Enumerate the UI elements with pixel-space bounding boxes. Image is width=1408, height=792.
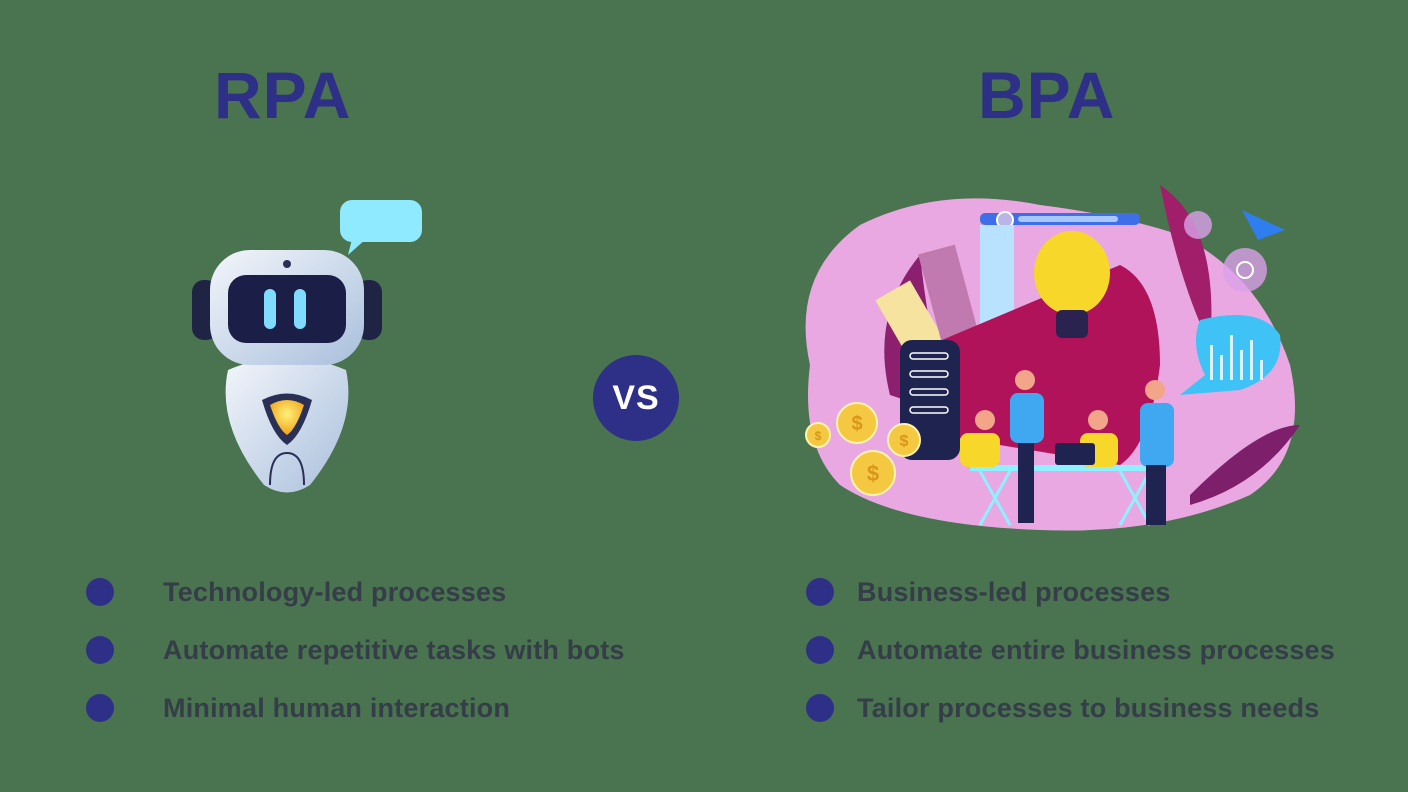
- svg-text:$: $: [815, 429, 822, 443]
- list-item: Minimal human interaction: [86, 679, 625, 737]
- bpa-point: Business-led processes: [857, 576, 1171, 607]
- bullet-icon: [86, 578, 114, 606]
- list-item: Automate entire business processes: [806, 621, 1335, 679]
- rpa-title: RPA: [214, 58, 352, 132]
- bpa-point: Tailor processes to business needs: [857, 692, 1320, 723]
- svg-text:$: $: [851, 413, 862, 435]
- list-item: Business-led processes: [806, 563, 1335, 621]
- bpa-points-list: Business-led processes Automate entire b…: [806, 563, 1335, 737]
- rpa-point: Technology-led processes: [163, 576, 507, 607]
- bullet-icon: [806, 636, 834, 664]
- bullet-icon: [86, 694, 114, 722]
- rpa-point: Minimal human interaction: [163, 692, 511, 723]
- rpa-points-list: Technology-led processes Automate repeti…: [86, 563, 625, 737]
- bullet-icon: [86, 636, 114, 664]
- bullet-icon: [806, 694, 834, 722]
- business-team-illustration: $ $ $ $: [805, 185, 1300, 531]
- bpa-title: BPA: [978, 58, 1116, 132]
- list-item: Automate repetitive tasks with bots: [86, 621, 625, 679]
- list-item: Tailor processes to business needs: [806, 679, 1335, 737]
- rpa-point: Automate repetitive tasks with bots: [163, 634, 625, 665]
- robot-icon: [192, 200, 422, 493]
- list-item: Technology-led processes: [86, 563, 625, 621]
- bullet-icon: [806, 578, 834, 606]
- vs-badge: VS: [593, 355, 679, 441]
- bpa-point: Automate entire business processes: [857, 634, 1335, 665]
- svg-text:$: $: [900, 433, 909, 450]
- svg-text:$: $: [867, 461, 879, 486]
